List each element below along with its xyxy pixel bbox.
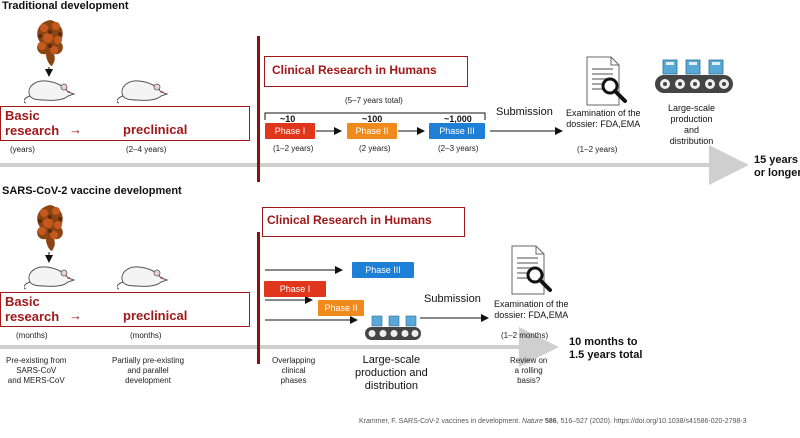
bottom-exam-label: Examination of the dossier: FDA,EMA: [494, 299, 569, 320]
top-research-box: [0, 106, 250, 141]
note-overlapping: Overlapping clinical phases: [272, 356, 316, 385]
note-preexisting: Pre-existing from SARS-CoV and MERS-CoV: [6, 356, 67, 385]
top-phase1-years: (1–2 years): [273, 144, 314, 153]
document-magnifier-icon: [586, 56, 627, 106]
bottom-clinical-box: [262, 207, 465, 237]
bottom-phase1: Phase I: [264, 281, 326, 297]
bottom-end-label: 10 months to 1.5 years total: [569, 336, 643, 361]
bottom-basic-research-label: Basic research: [5, 294, 60, 324]
top-section-title: Traditional development: [2, 0, 129, 12]
phase1-count: ~10: [280, 114, 296, 124]
mouse-icon: [117, 266, 169, 290]
bottom-research-arrow: →: [69, 308, 82, 323]
top-production-label: Large-scale production and distribution: [668, 103, 716, 146]
top-exam-label: Examination of the dossier: FDA,EMA: [566, 108, 641, 129]
top-phase3-years: (2–3 years): [438, 144, 479, 153]
top-phase3: Phase III: [429, 123, 485, 139]
top-research-arrow: →: [69, 122, 82, 137]
top-preclinical-label: preclinical: [123, 122, 188, 137]
top-divider-line: [257, 36, 260, 182]
mouse-icon: [117, 80, 169, 104]
phase-bracket: [264, 112, 486, 120]
conveyor-icon: [365, 315, 421, 340]
bottom-phase2: Phase II: [318, 300, 364, 316]
citation-volume: 586: [543, 418, 557, 425]
mouse-icon: [24, 266, 76, 290]
top-clinical-title: Clinical Research in Humans: [272, 63, 437, 77]
top-total-years: (5–7 years total): [345, 96, 403, 105]
top-years-basic: (years): [10, 145, 35, 154]
bottom-exam-months: (1–2 months): [501, 331, 549, 340]
virus-icon: [37, 20, 63, 66]
bottom-section-title: SARS-CoV-2 vaccine development: [2, 185, 182, 197]
top-phase2-years: (2 years): [359, 144, 391, 153]
citation-journal: Nature: [522, 418, 544, 425]
top-clinical-box: [264, 56, 468, 87]
bottom-divider-line: [257, 232, 260, 364]
top-end-label: 15 years or longer: [754, 154, 800, 179]
virus-icon: [37, 205, 63, 251]
bottom-preclinical-label: preclinical: [123, 308, 188, 323]
bottom-research-box: [0, 292, 250, 327]
phase2-count: ~100: [362, 114, 383, 124]
bottom-months-preclinical: (months): [130, 331, 162, 340]
top-phase2: Phase II: [347, 123, 397, 139]
mouse-icon: [24, 80, 76, 104]
top-phase1: Phase I: [265, 123, 315, 139]
bottom-submission-label: Submission: [424, 293, 481, 305]
note-rolling-review: Review on a rolling basis?: [510, 356, 548, 385]
top-years-preclinical: (2–4 years): [126, 145, 167, 154]
conveyor-icon: [655, 59, 733, 93]
top-exam-years: (1–2 years): [577, 145, 618, 154]
top-basic-research-label: Basic research: [5, 108, 60, 138]
note-partially-preexisting: Partially pre-existing and parallel deve…: [112, 356, 185, 385]
citation: Krammer, F. SARS-CoV-2 vaccines in devel…: [359, 418, 747, 425]
citation-post: , 516–527 (2020). https://doi.org/10.103…: [556, 418, 747, 425]
top-submission-label: Submission: [496, 106, 553, 118]
document-magnifier-icon: [511, 245, 552, 295]
bottom-phase3: Phase III: [352, 262, 414, 278]
bottom-clinical-title: Clinical Research in Humans: [267, 213, 432, 227]
bottom-months-basic: (months): [16, 331, 48, 340]
bottom-production-label: Large-scale production and distribution: [355, 354, 428, 392]
phase3-count: ~1,000: [444, 114, 472, 124]
citation-pre: Krammer, F. SARS-CoV-2 vaccines in devel…: [359, 418, 523, 425]
